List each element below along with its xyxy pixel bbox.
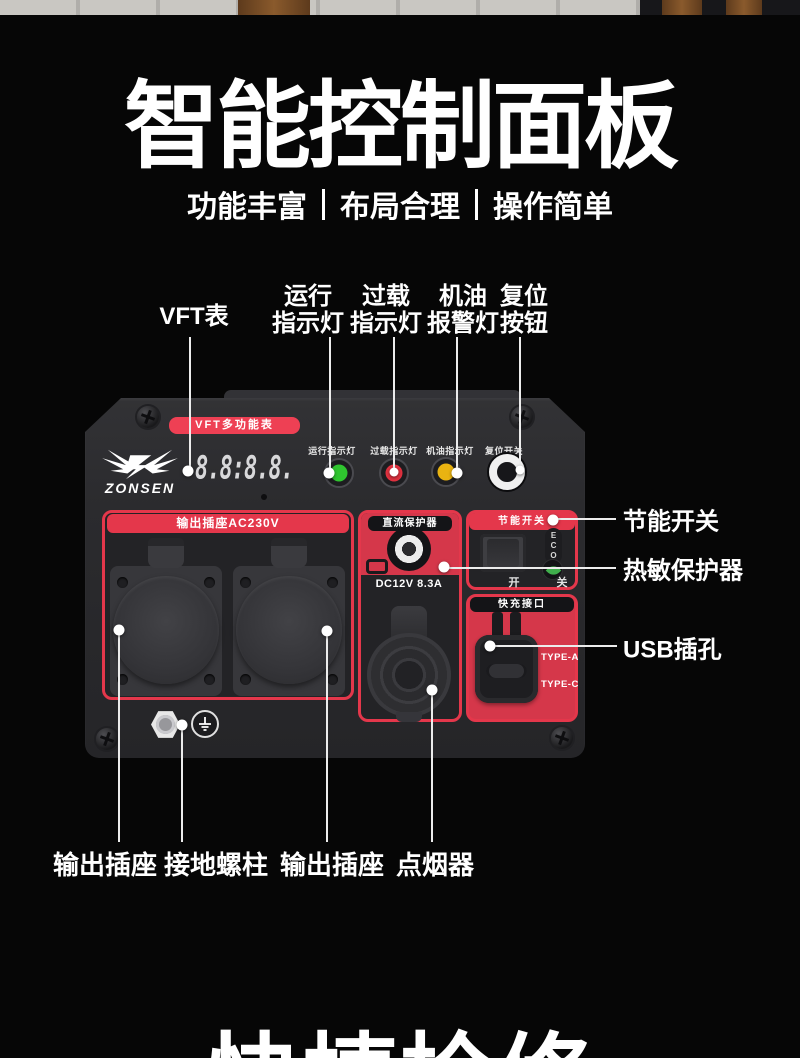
callout-text: 指示灯: [272, 310, 344, 337]
callout-dot: [438, 561, 450, 573]
lighter-tab: [396, 712, 422, 722]
callout-label-thermal-protector: 热敏保护器: [623, 557, 743, 585]
callout-dot: [547, 514, 559, 526]
callout-text: 按钮: [500, 310, 548, 337]
usb-cover-prong: [510, 612, 521, 642]
eco-rocker-switch: [480, 534, 526, 572]
eco-section-header: 节能开关: [469, 513, 575, 530]
brand-logo: ZONSEN: [98, 444, 182, 496]
eco-vertical-label: ECO: [545, 528, 562, 564]
wood-leg: [238, 0, 310, 15]
callout-line: [181, 725, 183, 842]
callout-label-overload-indicator: 过载 指示灯: [350, 283, 422, 337]
subtitle-part: 功能丰富: [187, 191, 307, 224]
callout-text: VFT表: [159, 303, 229, 330]
screw-icon: [137, 406, 159, 428]
callout-label-ground-stud: 接地螺柱: [163, 850, 269, 880]
brand-name: ZONSEN: [104, 480, 176, 496]
callout-line: [329, 337, 331, 473]
dc-section-header: 直流保护器: [368, 516, 452, 531]
callout-text: 机油: [439, 283, 487, 310]
ac-section-header: 输出插座AC230V: [107, 514, 349, 533]
callout-dot: [389, 467, 399, 477]
subtitle-divider: [475, 188, 478, 220]
callout-line: [557, 518, 616, 520]
usb-type-c-label: TYPE-C: [541, 679, 579, 690]
ground-symbol-icon: [191, 710, 219, 738]
callout-dot: [515, 465, 525, 475]
callout-line: [431, 690, 433, 842]
wood-leg: [662, 0, 702, 15]
callout-dot: [451, 467, 463, 479]
reset-switch-label: 复位开关: [484, 446, 524, 456]
wings-logo-icon: [102, 449, 178, 480]
screw-icon: [551, 727, 573, 749]
subtitle-divider: [322, 188, 325, 220]
callout-label-usb-jack: USB插孔: [623, 636, 722, 664]
next-section-title: 快捷检修: [0, 1002, 800, 1058]
wood-leg: [726, 0, 762, 15]
callout-dot: [113, 624, 125, 636]
socket-cover-hinge: [148, 538, 184, 568]
callout-dot: [321, 625, 333, 637]
callout-line: [490, 645, 617, 647]
subtitle-part: 操作简单: [493, 191, 613, 224]
vft-meter-display: 8.8:8.8.: [195, 451, 294, 488]
meter-dot: [261, 494, 267, 500]
callout-line: [118, 630, 120, 842]
callout-label-reset-button: 复位 按钮: [500, 283, 548, 337]
dc-breaker-button: [387, 527, 431, 571]
ground-bolt: [151, 711, 180, 738]
callout-line: [326, 631, 328, 842]
callout-line: [444, 567, 616, 569]
callout-dot: [426, 684, 438, 696]
ac-socket-left: [113, 576, 219, 684]
callout-text: 运行: [284, 283, 332, 310]
callout-label-eco-switch: 节能开关: [623, 508, 719, 536]
run-indicator-light: [324, 458, 354, 488]
callout-line: [456, 337, 458, 473]
cigarette-lighter-socket: [367, 633, 451, 717]
callout-dot: [484, 640, 496, 652]
callout-line: [189, 337, 191, 471]
screw-icon: [511, 406, 533, 428]
dc-reset-outline: [366, 559, 388, 574]
eco-off-label: 关: [556, 577, 568, 589]
eco-on-label: 开: [508, 577, 520, 589]
run-light-label: 运行指示灯: [308, 446, 356, 456]
eco-leaf-badge: [542, 559, 563, 580]
callout-line: [519, 337, 521, 470]
usb-section-header: 快充接口: [470, 597, 574, 612]
page-subtitle: 功能丰富 布局合理 操作简单: [0, 182, 800, 226]
vft-meter-badge: VFT多功能表: [169, 417, 300, 434]
dc-rating-text: DC12V 8.3A: [375, 578, 443, 590]
page-title: 智能控制面板: [123, 74, 679, 180]
callout-text: 复位: [500, 283, 548, 310]
photo-strip: [0, 0, 800, 15]
callout-label-oil-alarm: 机油 报警灯: [427, 283, 499, 337]
callout-text: 指示灯: [350, 310, 422, 337]
socket-cover-hinge: [271, 538, 307, 568]
callout-label-vft-meter: VFT表: [159, 303, 228, 330]
callout-label-lighter: 点烟器: [395, 850, 475, 880]
usb-type-a-label: TYPE-A: [541, 652, 579, 663]
callout-label-output-socket-right: 输出插座: [279, 850, 385, 880]
usb-cover-prong: [492, 612, 503, 642]
callout-dot: [176, 719, 188, 731]
callout-dot: [323, 467, 335, 479]
callout-dot: [182, 465, 194, 477]
callout-text: 过载: [362, 283, 410, 310]
callout-line: [393, 337, 395, 472]
callout-label-run-indicator: 运行 指示灯: [272, 283, 344, 337]
subtitle-part: 布局合理: [340, 191, 460, 224]
oil-light-label: 机油指示灯: [426, 446, 474, 456]
callout-label-output-socket-left: 输出插座: [52, 850, 158, 880]
screw-icon: [96, 728, 118, 750]
callout-text: 报警灯: [427, 310, 499, 337]
